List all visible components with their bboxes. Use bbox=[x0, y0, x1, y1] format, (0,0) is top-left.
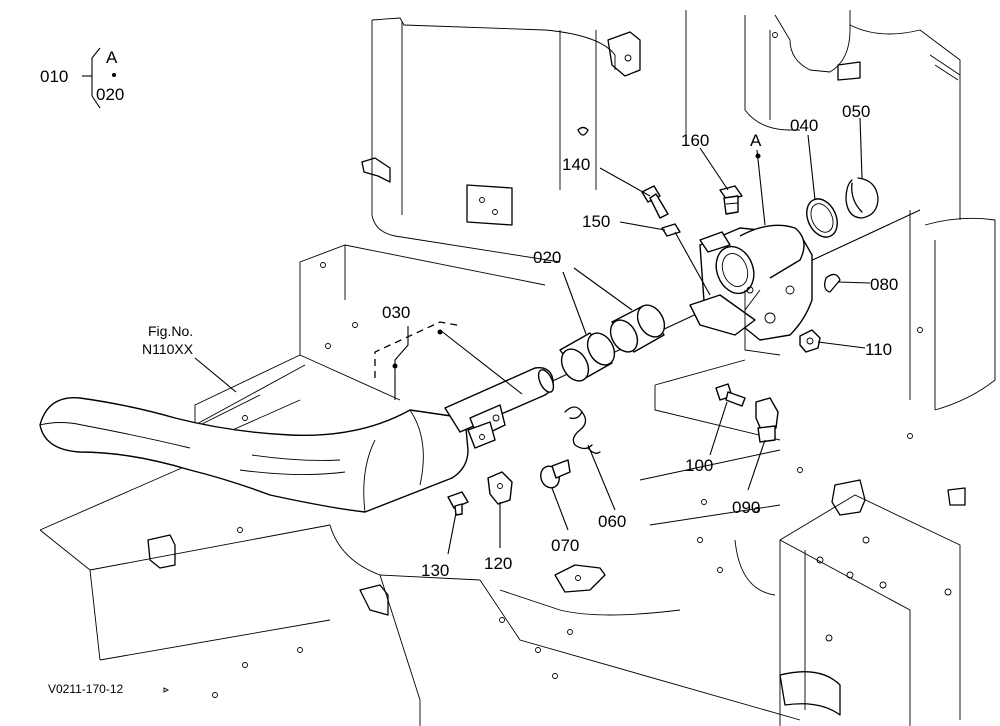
bracket-housing bbox=[689, 224, 813, 356]
pedal-arm bbox=[39, 366, 555, 513]
bolt-100 bbox=[715, 383, 746, 407]
callout-050: 050 bbox=[842, 102, 870, 121]
callout-120: 120 bbox=[484, 554, 512, 573]
plate-120 bbox=[487, 471, 513, 505]
callout-100: 100 bbox=[685, 456, 713, 475]
callout-110: 110 bbox=[865, 340, 892, 359]
leader-lines bbox=[194, 117, 871, 555]
callout-160: 160 bbox=[681, 131, 709, 150]
legend-top-label: A bbox=[106, 48, 118, 67]
spring-060 bbox=[564, 406, 601, 454]
frame-brackets bbox=[147, 31, 966, 716]
callout-140: 140 bbox=[562, 155, 590, 174]
legend-bottom-label: 020 bbox=[96, 85, 124, 104]
bushing-020-a bbox=[559, 332, 616, 382]
drawing-code: V0211-170-12 bbox=[48, 682, 170, 696]
callout-labels: 020 030 040 050 060 070 080 090 100 110 … bbox=[382, 102, 898, 580]
sensor-090 bbox=[755, 397, 779, 443]
legend-left-label: 010 bbox=[40, 67, 68, 86]
callout-130: 130 bbox=[421, 561, 449, 580]
legend-box: 010 A 020 bbox=[40, 47, 124, 109]
callout-A: A bbox=[750, 131, 762, 150]
callout-040: 040 bbox=[790, 116, 818, 135]
figure-ref-line2: N110XX bbox=[142, 341, 194, 357]
leader-dots bbox=[112, 73, 761, 369]
split-pin-080 bbox=[824, 273, 841, 293]
figure-reference: Fig.No. N110XX bbox=[142, 323, 194, 357]
bolt-130 bbox=[447, 491, 469, 516]
callout-070: 070 bbox=[551, 536, 579, 555]
callout-080: 080 bbox=[870, 275, 898, 294]
bolt-160 bbox=[719, 185, 743, 215]
circlip-040 bbox=[806, 198, 838, 238]
callout-090: 090 bbox=[732, 498, 760, 517]
callout-020: 020 bbox=[533, 248, 561, 267]
callout-030: 030 bbox=[382, 303, 410, 322]
nut-110 bbox=[799, 329, 821, 353]
bolt-140 bbox=[641, 185, 669, 219]
bushing-020-b bbox=[609, 304, 666, 353]
snap-ring-050 bbox=[845, 177, 879, 219]
frame-holes bbox=[212, 32, 952, 698]
bracket-030 bbox=[374, 321, 463, 378]
frame-outline bbox=[39, 10, 996, 726]
pin-070 bbox=[540, 459, 571, 489]
callout-150: 150 bbox=[582, 212, 610, 231]
drawing-code-label: V0211-170-12 bbox=[48, 682, 123, 696]
figure-ref-line1: Fig.No. bbox=[148, 323, 193, 339]
callout-060: 060 bbox=[598, 512, 626, 531]
